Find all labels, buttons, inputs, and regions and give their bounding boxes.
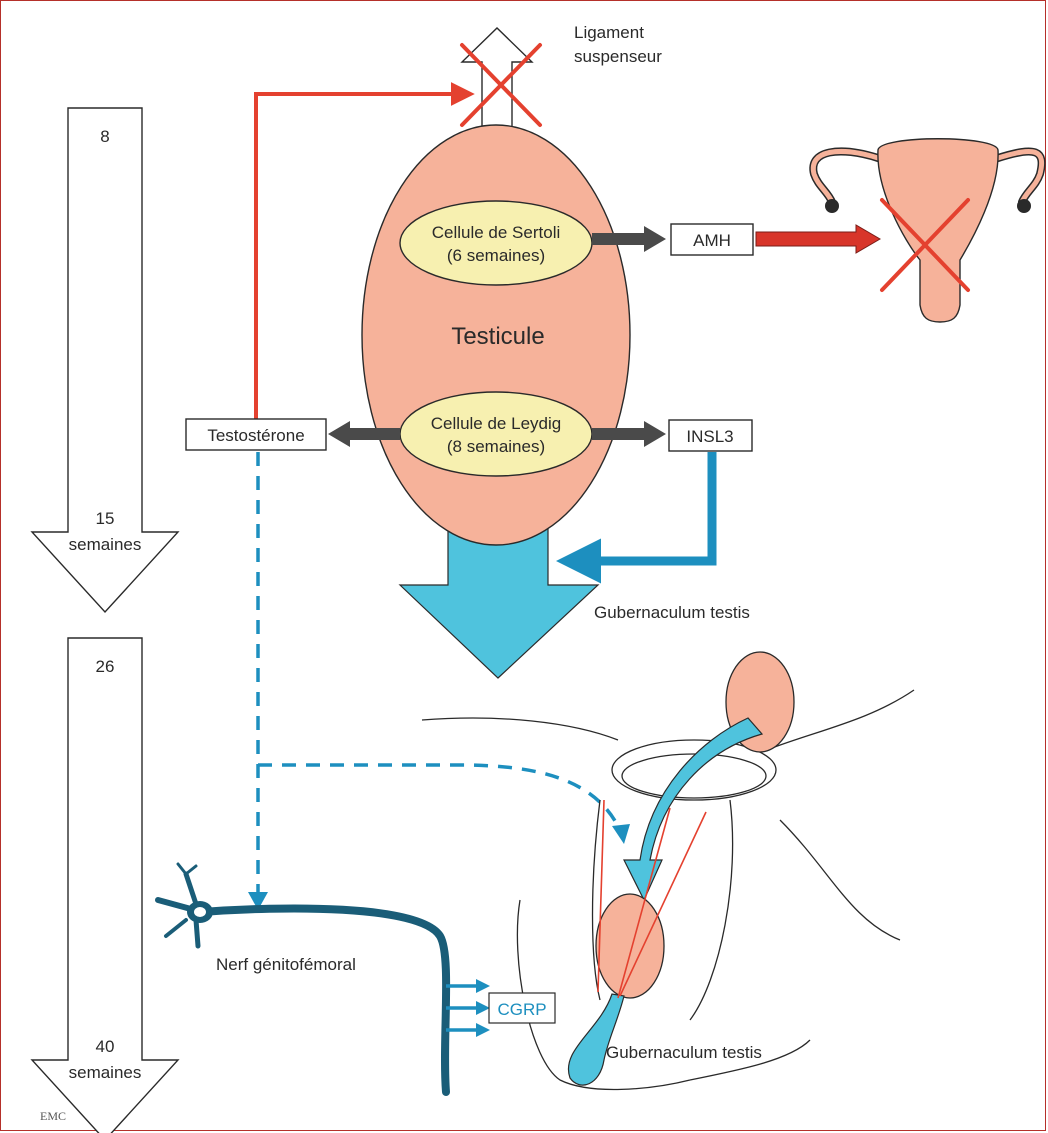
timeline-arrow-lower xyxy=(32,638,178,1133)
dashed-arrowhead-right xyxy=(612,824,630,844)
abdominal-wall-lines xyxy=(422,690,914,1089)
amh-label: AMH xyxy=(693,231,731,250)
gubernaculum-bottom-label: Gubernaculum testis xyxy=(606,1043,762,1062)
cgrp-arrowheads xyxy=(476,979,490,1037)
nerve-cell-icon xyxy=(158,864,446,1092)
timeline-label-26: 26 xyxy=(96,657,115,676)
sertoli-label: Cellule de Sertoli xyxy=(432,223,561,242)
timeline-label-15: 15 xyxy=(96,509,115,528)
uterus-icon xyxy=(813,139,1041,322)
sertoli-cell xyxy=(400,201,592,285)
amh-to-uterus-arrow xyxy=(756,225,880,253)
testosterone-label: Testostérone xyxy=(207,426,304,445)
cgrp-release-arrows xyxy=(446,986,478,1030)
leydig-cell xyxy=(400,392,592,476)
emc-logo: EMC xyxy=(40,1109,66,1123)
nerve-label: Nerf génitofémoral xyxy=(216,955,356,974)
ligament-label: Ligament xyxy=(574,23,644,42)
testis-descended xyxy=(596,894,664,998)
testosterone-to-gubernaculum-dashed-arrow xyxy=(258,765,620,830)
testis-label: Testicule xyxy=(451,323,544,350)
insl3-label: INSL3 xyxy=(686,427,733,446)
timeline-label-semaines-upper: semaines xyxy=(69,535,142,554)
ligament-label-2: suspenseur xyxy=(574,47,662,66)
sertoli-weeks: (6 semaines) xyxy=(447,246,545,265)
timeline-label-8: 8 xyxy=(100,127,109,146)
gubernaculum-top-label: Gubernaculum testis xyxy=(594,603,750,622)
cgrp-label: CGRP xyxy=(497,1000,546,1019)
timeline-label-semaines-lower: semaines xyxy=(69,1063,142,1082)
leydig-weeks: (8 semaines) xyxy=(447,437,545,456)
leydig-label: Cellule de Leydig xyxy=(431,414,561,433)
timeline-label-40: 40 xyxy=(96,1037,115,1056)
nerve-cell-nucleus xyxy=(194,907,206,917)
gubernaculum-lower xyxy=(568,994,624,1085)
